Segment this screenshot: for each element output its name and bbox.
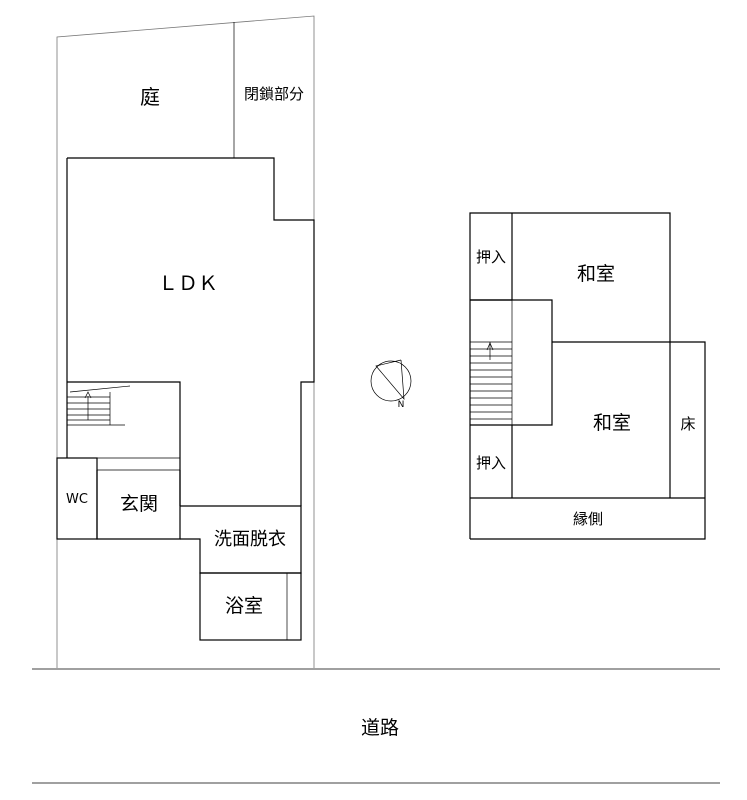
washitsu-top-label: 和室 [577,263,615,285]
entrance-label: 玄関 [120,493,158,515]
closet-top-label: 押入 [476,248,506,266]
closet-bottom-label: 押入 [476,454,506,472]
second-floor-plan [469,212,706,540]
washroom-label: 洗面脱衣 [214,529,286,550]
stair-treads-1f [67,385,131,425]
wc-label: WC [66,492,88,507]
lower-block-outline [470,341,706,540]
compass-arrow-icon [375,359,405,401]
bathroom-label: 浴室 [225,595,263,617]
ldk-outline [67,157,315,506]
stair-treads-2f [470,341,512,420]
first-floor-plan [56,15,315,668]
engawa-label: 縁側 [573,510,603,528]
stair-hall-2f [470,299,553,426]
ldk-label: ＬＤＫ [158,271,218,295]
bathroom-room [199,572,302,641]
compass-circle [370,360,412,402]
lot-boundary [56,15,315,668]
tokonoma-label: 床 [680,415,695,433]
road-label: 道路 [361,717,399,739]
north-compass: N [370,359,412,410]
compass-north-label: N [398,400,405,410]
garden-label: 庭 [140,85,160,109]
stair-hall-outline [67,381,181,506]
washitsu-bottom-label: 和室 [593,412,631,434]
entrance-room [96,470,181,540]
upper-block-outline [469,212,671,539]
closed-part-label: 閉鎖部分 [244,85,304,103]
